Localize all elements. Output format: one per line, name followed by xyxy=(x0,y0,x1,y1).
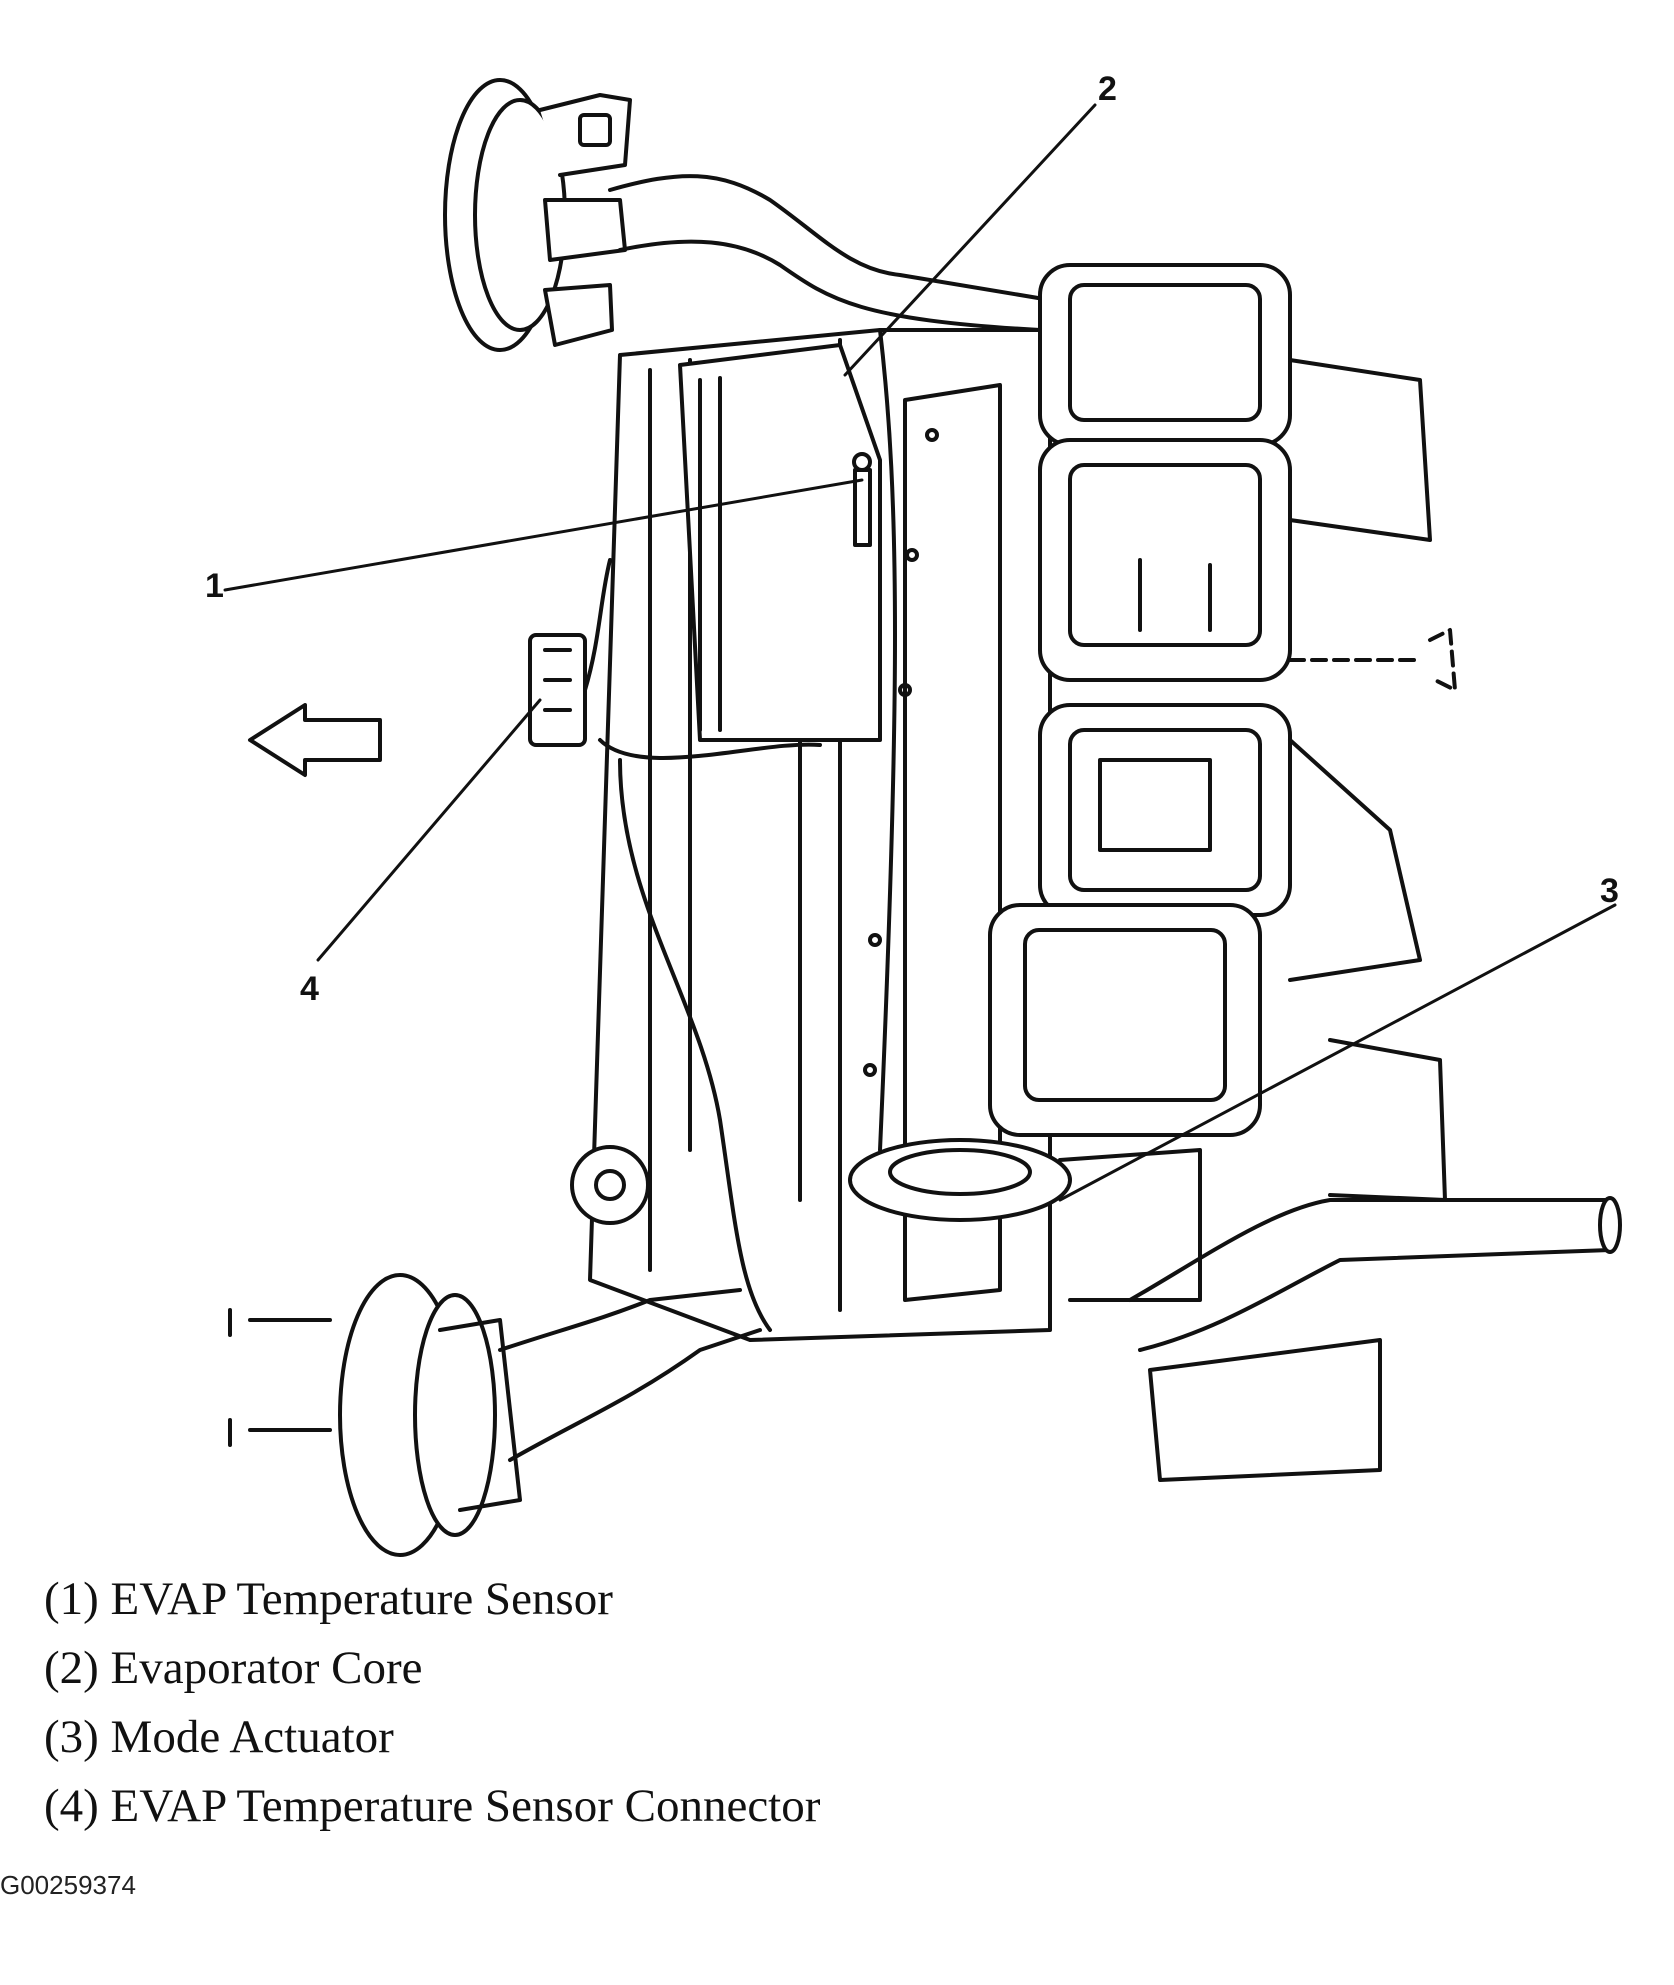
leader-line-4 xyxy=(316,698,542,962)
lower-pipe-flange xyxy=(228,1145,762,1557)
legend-item-3: (3) Mode Actuator xyxy=(44,1711,394,1763)
legend: (1) EVAP Temperature Sensor (2) Evaporat… xyxy=(44,1565,1344,1841)
sensor-connector xyxy=(528,633,587,747)
evaporator-core xyxy=(678,343,882,742)
outlet-ducts xyxy=(988,263,1432,1137)
direction-arrow xyxy=(248,703,382,777)
retaining-clip xyxy=(1288,628,1457,692)
mode-actuator xyxy=(848,1138,1202,1302)
callout-1: 1 xyxy=(205,567,224,605)
callout-3: 3 xyxy=(1600,872,1619,910)
legend-item-2: (2) Evaporator Core xyxy=(44,1642,423,1694)
wiring-harness xyxy=(583,558,822,1332)
leader-line-1 xyxy=(223,478,864,592)
legend-item-1: (1) EVAP Temperature Sensor xyxy=(44,1573,613,1625)
leader-line-3 xyxy=(1058,903,1617,1202)
upper-pipe-flange xyxy=(443,78,1052,352)
evap-temperature-sensor xyxy=(852,452,872,547)
leader-line-2 xyxy=(843,103,1097,377)
callout-2: 2 xyxy=(1098,70,1117,108)
legend-item-4: (4) EVAP Temperature Sensor Connector xyxy=(44,1780,821,1832)
callout-4: 4 xyxy=(300,970,319,1008)
figure-id: G00259374 xyxy=(0,1870,136,1900)
